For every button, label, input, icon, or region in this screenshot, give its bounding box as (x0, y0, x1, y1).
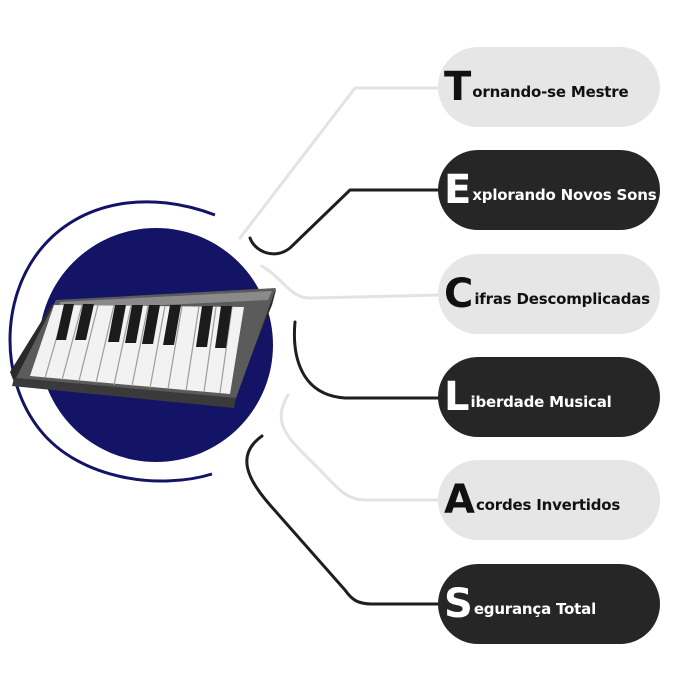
piano-keyboard-icon (10, 288, 276, 408)
ring-arc-top (8, 200, 216, 483)
connector-cifras (260, 264, 442, 300)
pill-label: ifras Descomplicadas (474, 290, 650, 308)
connector-liberdade (292, 320, 442, 400)
pill-initial: C (444, 271, 474, 317)
pill-label: cordes Invertidos (475, 496, 621, 514)
pill-initial: L (444, 374, 470, 420)
pill-label: ornando-se Mestre (472, 83, 629, 101)
pill-initial: A (444, 477, 475, 523)
connector-explorando (248, 188, 442, 256)
connector-acordes (279, 393, 442, 502)
pill-label: iberdade Musical (470, 393, 612, 411)
pill-initial: T (444, 64, 472, 110)
pill-initial: E (444, 167, 472, 213)
connector-tornando (238, 86, 442, 240)
pill-initial: S (444, 581, 473, 627)
pill-label: egurança Total (473, 600, 597, 618)
connector-seguranca (245, 434, 442, 606)
pill-label: xplorando Novos Sons (472, 186, 657, 204)
